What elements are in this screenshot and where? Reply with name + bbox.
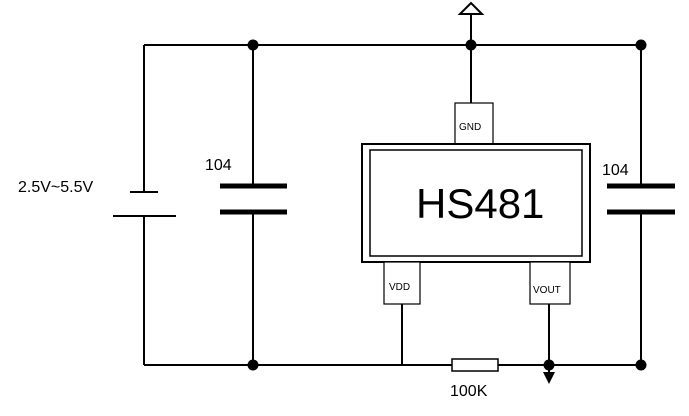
vdd-pin-label: VDD bbox=[389, 282, 410, 293]
ground-arrow-icon bbox=[457, 1, 485, 45]
output-arrow-icon bbox=[543, 372, 555, 384]
junction-dot bbox=[247, 359, 259, 371]
vout-pin-label: VOUT bbox=[533, 285, 561, 296]
ic-body-outer bbox=[361, 143, 591, 263]
capacitor-left-label: 104 bbox=[205, 157, 232, 174]
vdd-pin-box bbox=[383, 261, 421, 305]
capacitor-left bbox=[220, 45, 287, 365]
capacitor-right bbox=[607, 45, 675, 365]
ic-name: HS481 bbox=[416, 180, 544, 227]
junction-dot bbox=[465, 39, 477, 51]
capacitor-right-label: 104 bbox=[602, 162, 629, 179]
gnd-pin-label: GND bbox=[459, 122, 481, 133]
ic-body-inner bbox=[369, 149, 583, 257]
supply-voltage-label: 2.5V~5.5V bbox=[18, 179, 94, 196]
junction-dot bbox=[543, 359, 555, 371]
resistor-100k bbox=[451, 358, 499, 372]
junction-dot bbox=[247, 39, 259, 51]
vout-pin-box bbox=[529, 261, 571, 305]
supply-source bbox=[113, 45, 176, 365]
junction-dot bbox=[635, 359, 647, 371]
junction-dot bbox=[635, 39, 647, 51]
resistor-label: 100K bbox=[450, 383, 488, 400]
